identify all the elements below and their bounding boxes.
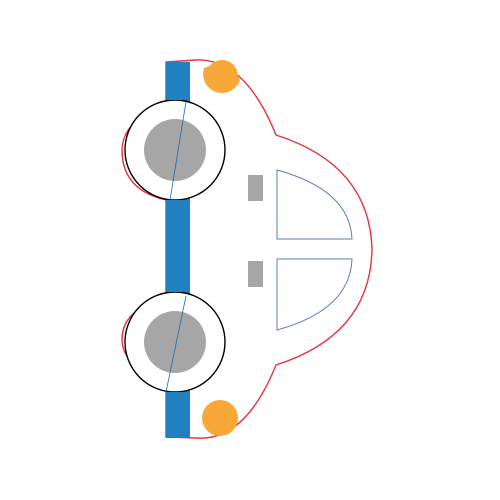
car-window-upper — [276, 169, 353, 240]
bumper-bar-middle — [166, 200, 190, 292]
bumper-bar-top — [166, 62, 190, 100]
car-body-outline — [121, 59, 373, 439]
wheel-upper — [124, 99, 226, 201]
wheel-lower — [124, 291, 226, 393]
wheel-hub-lower — [144, 311, 206, 373]
door-handle-upper — [248, 175, 263, 201]
car-light-bottom — [202, 400, 238, 436]
car-window-lower — [276, 258, 353, 331]
bumper-bar-bottom — [166, 392, 190, 438]
wheel-hub-upper — [144, 119, 206, 181]
door-handle-lower — [248, 261, 263, 287]
